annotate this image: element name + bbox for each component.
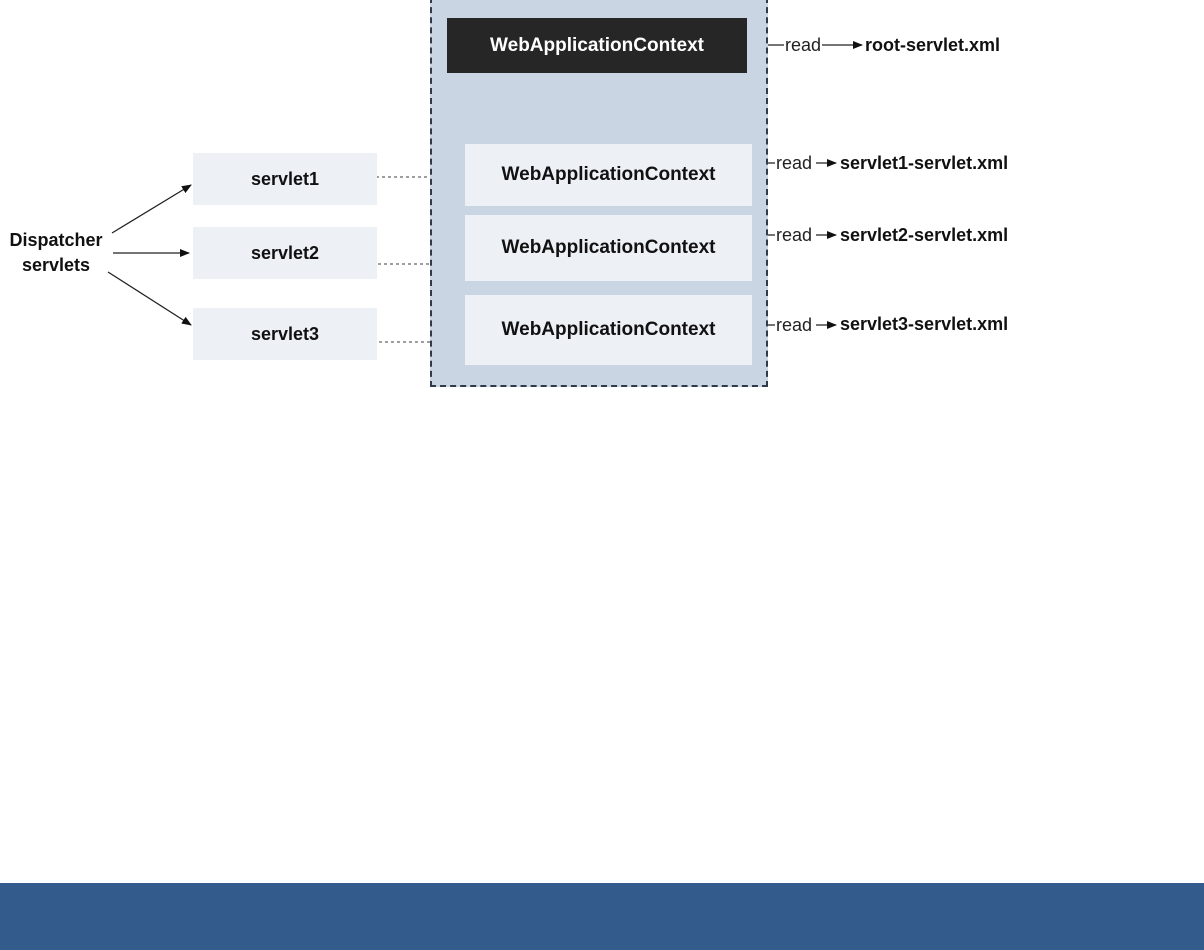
- servlet2-context-label: WebApplicationContext: [501, 237, 716, 258]
- root-context-label: WebApplicationContext: [490, 34, 704, 56]
- servlet3-context-label: WebApplicationContext: [501, 319, 716, 340]
- servlet1-web-application-context: WebApplicationContext: [465, 144, 752, 206]
- servlet1-box: servlet1: [193, 153, 377, 205]
- footer-bar: [0, 883, 1204, 950]
- servlet1-config-file: servlet1-servlet.xml: [840, 153, 1009, 173]
- servlet3-web-application-context: WebApplicationContext: [465, 295, 752, 365]
- dispatcher-servlets-label: Dispatcher servlets: [9, 230, 103, 275]
- servlet1-context-label: WebApplicationContext: [501, 164, 716, 185]
- servlet3-label: servlet3: [250, 323, 320, 344]
- root-read-label: read: [784, 35, 823, 55]
- servlet2-web-application-context: WebApplicationContext: [465, 215, 752, 281]
- servlet3-read-label: read: [775, 315, 814, 335]
- servlet2-read-label: read: [775, 225, 814, 245]
- root-web-application-context: WebApplicationContext: [447, 18, 747, 73]
- servlet3-box: servlet3: [193, 308, 377, 360]
- servlet1-label: servlet1: [250, 168, 320, 189]
- dispatcher-to-servlet3-arrow: [107, 271, 192, 326]
- servlet2-label: servlet2: [250, 242, 320, 263]
- servlet2-box: servlet2: [193, 227, 377, 279]
- servlet1-read-label: read: [775, 153, 814, 173]
- servlet3-config-file: servlet3-servlet.xml: [840, 314, 1009, 334]
- servlet2-config-file: servlet2-servlet.xml: [840, 225, 1009, 245]
- root-config-file: root-servlet.xml: [865, 35, 1001, 55]
- dispatcher-to-servlet1-arrow: [111, 184, 192, 234]
